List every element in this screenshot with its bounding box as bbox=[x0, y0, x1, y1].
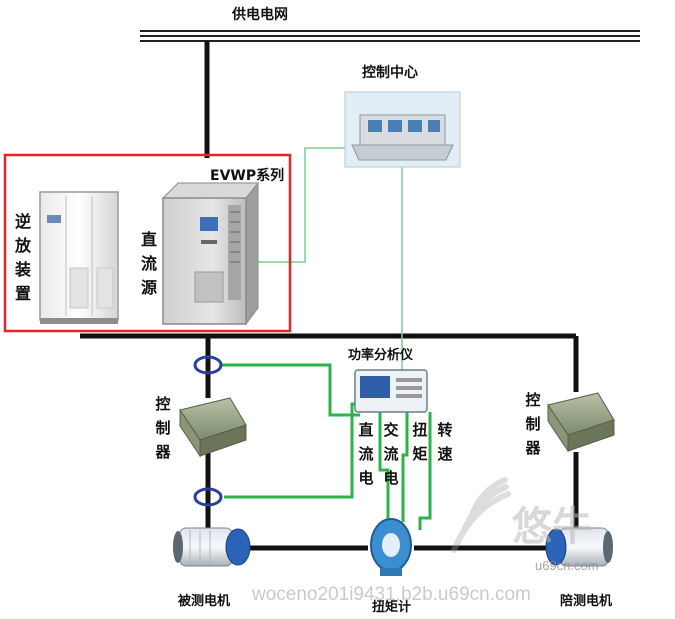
sensor-ring-top bbox=[193, 355, 223, 375]
watermark-logo bbox=[451, 477, 511, 553]
grid-label: 供电电网 bbox=[232, 7, 288, 23]
watermark-brand: 悠牛 bbox=[512, 505, 592, 549]
speed-label: 转速 bbox=[437, 421, 453, 463]
torque-meter-label: 扭矩计 bbox=[372, 600, 412, 615]
ac-current-label: 交流电 bbox=[383, 421, 399, 487]
torque-label: 扭矩 bbox=[412, 421, 428, 463]
dc-source-cabinet bbox=[161, 181, 260, 326]
motor-under-test-label: 被测电机 bbox=[178, 594, 231, 609]
watermark-brand-url: u69cn.com bbox=[535, 558, 599, 573]
evwp-series-label: EVWP系列 bbox=[210, 168, 285, 184]
evwp-highlight-box bbox=[3, 153, 292, 333]
torque-meter-device bbox=[370, 518, 412, 576]
controller-right-label: 控制器 bbox=[525, 391, 541, 457]
dc-source-label: 直流源 bbox=[140, 230, 157, 297]
grid-bus bbox=[140, 30, 640, 42]
watermark-url: woceno201i9431.b2b.u69cn.com bbox=[252, 584, 531, 605]
power-analyzer-device bbox=[354, 369, 428, 413]
power-analyzer-label: 功率分析仪 bbox=[348, 348, 414, 363]
control-center-label: 控制中心 bbox=[362, 65, 418, 81]
control-center-console bbox=[344, 91, 461, 168]
power-wiring bbox=[80, 41, 579, 551]
comm-wiring bbox=[255, 147, 403, 372]
load-motor-device bbox=[545, 527, 613, 567]
motor-under-test-device bbox=[173, 527, 251, 567]
inverter-cabinet bbox=[39, 191, 119, 324]
controller-left-label: 控制器 bbox=[155, 395, 171, 461]
inverter-label: 逆放装置 bbox=[14, 212, 31, 303]
controller-left-device bbox=[179, 397, 247, 458]
dc-current-label: 直流电 bbox=[358, 421, 374, 487]
sensor-ring-bottom bbox=[193, 487, 223, 507]
controller-right-device bbox=[547, 392, 615, 453]
load-motor-label: 陪测电机 bbox=[560, 594, 613, 609]
